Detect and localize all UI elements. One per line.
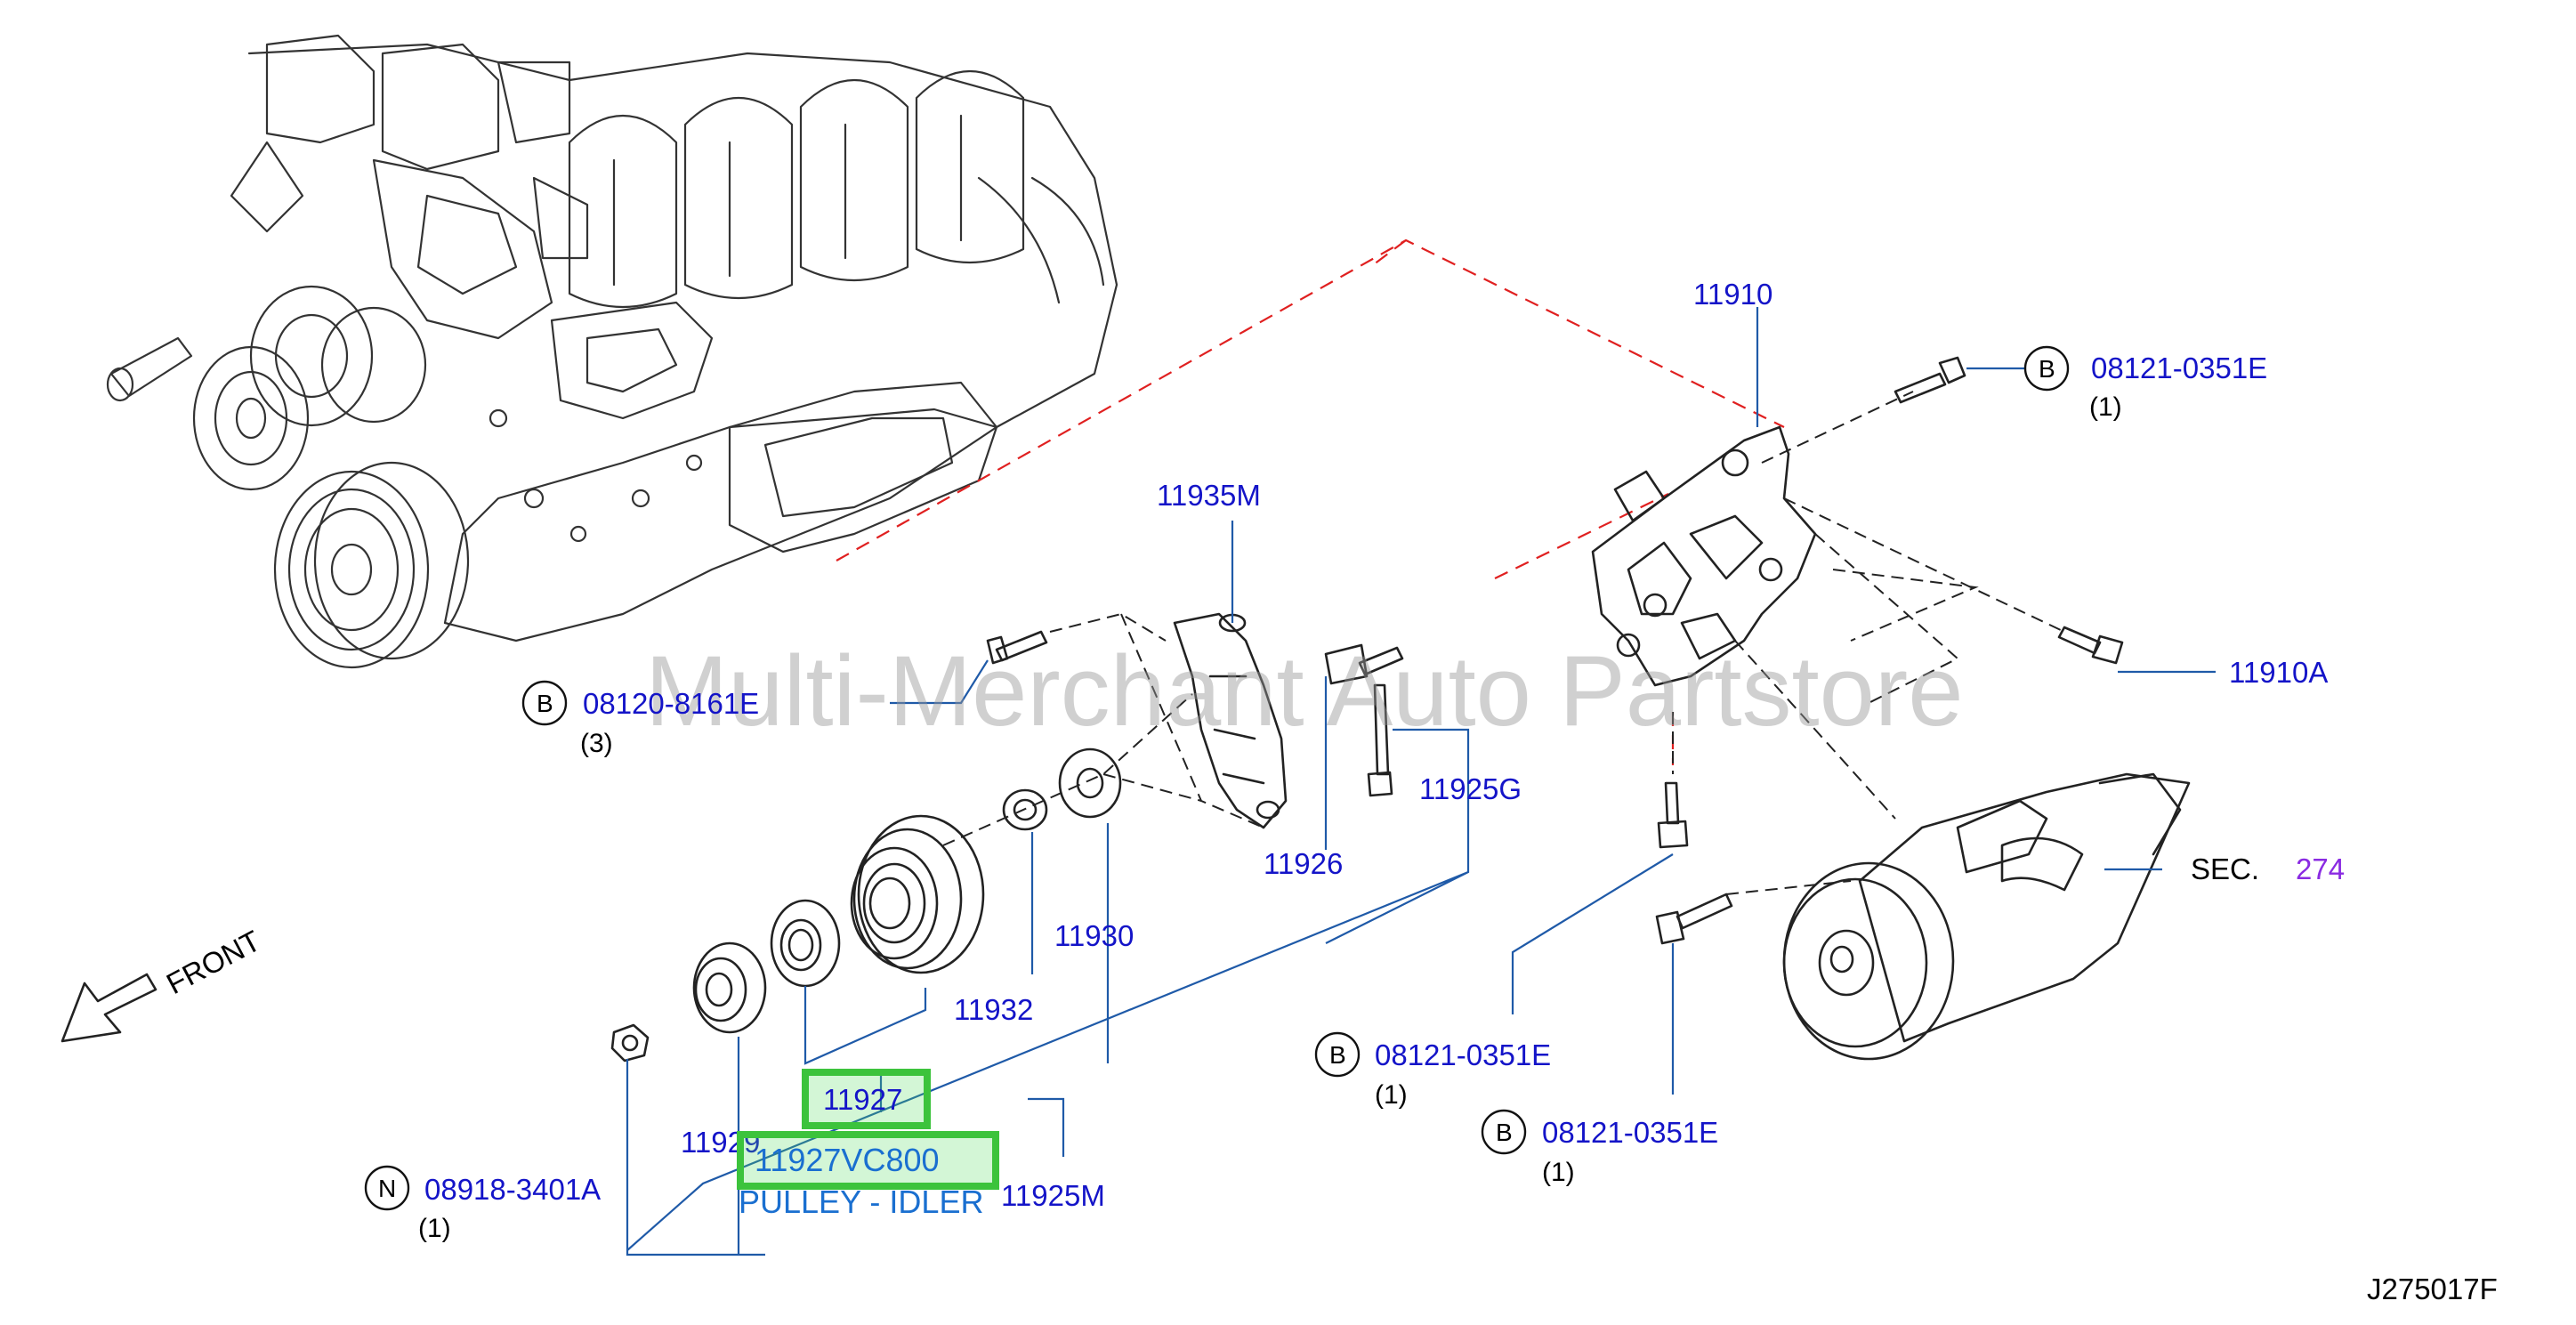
prefix-letter: B <box>1329 1041 1346 1069</box>
callout-08121-0351E-low[interactable]: 08121-0351E <box>1542 1116 1718 1149</box>
front-label: FRONT <box>161 924 266 1000</box>
leader-lines <box>626 307 2216 1256</box>
bolts <box>986 356 2124 945</box>
callout-11910[interactable]: 11910 <box>1693 278 1773 311</box>
callout-08121-0351E-mid[interactable]: 08121-0351E <box>1375 1038 1551 1071</box>
section-ref-prefix: SEC. <box>2191 852 2259 885</box>
prefix-letter: N <box>378 1175 396 1202</box>
highlight-box-11927VC800 <box>737 1131 999 1190</box>
highlight-description: PULLEY - IDLER <box>739 1184 983 1220</box>
callout-11927[interactable]: 11927 <box>823 1083 902 1116</box>
section-ref-274[interactable]: 274 <box>2296 852 2345 885</box>
prefix-letter: B <box>2039 355 2055 383</box>
idler-pulley-assembly <box>610 747 1122 1062</box>
diagram-code: J275017F <box>2367 1272 2498 1305</box>
adjust-bracket-11935M <box>1173 612 1288 829</box>
alignment-lines <box>942 391 2065 895</box>
callout-11926[interactable]: 11926 <box>1264 847 1343 880</box>
qty-08121-0351E-top: (1) <box>2089 392 2122 422</box>
callout-11935M[interactable]: 11935M <box>1157 479 1261 512</box>
callout-08918-3401A[interactable]: 08918-3401A <box>424 1173 601 1206</box>
watermark-text: Multi-Merchant Auto Partstore <box>645 635 1963 747</box>
prefix-circle <box>1314 1031 1361 1078</box>
callout-08121-0351E-top[interactable]: 08121-0351E <box>2091 351 2267 384</box>
engine-illustration <box>106 34 1118 669</box>
callout-11910A[interactable]: 11910A <box>2229 656 2328 689</box>
callout-11925G[interactable]: 11925G <box>1419 772 1522 805</box>
qty-08120-8161E: (3) <box>580 729 613 758</box>
highlight-part-number[interactable]: 11927VC800 <box>755 1142 940 1178</box>
callout-11930[interactable]: 11930 <box>1054 919 1134 952</box>
qty-08918-3401A: (1) <box>418 1214 451 1243</box>
prefix-letter: B <box>1496 1119 1513 1146</box>
qty-08121-0351E-mid: (1) <box>1375 1080 1408 1110</box>
callout-11932[interactable]: 11932 <box>954 993 1033 1026</box>
prefix-letter: B <box>537 690 553 717</box>
highlight-box-11927 <box>802 1069 931 1129</box>
prefix-circle <box>364 1165 410 1211</box>
callout-11925M[interactable]: 11925M <box>1001 1179 1105 1212</box>
engine-link-line <box>836 238 1785 765</box>
prefix-circle <box>521 680 568 726</box>
front-arrow: FRONT <box>61 924 266 1043</box>
prefix-circle <box>1481 1109 1527 1155</box>
prefix-circle <box>2023 345 2070 392</box>
qty-08121-0351E-low: (1) <box>1542 1158 1575 1187</box>
compressor <box>1782 772 2191 1061</box>
callout-08120-8161E[interactable]: 08120-8161E <box>583 687 759 720</box>
